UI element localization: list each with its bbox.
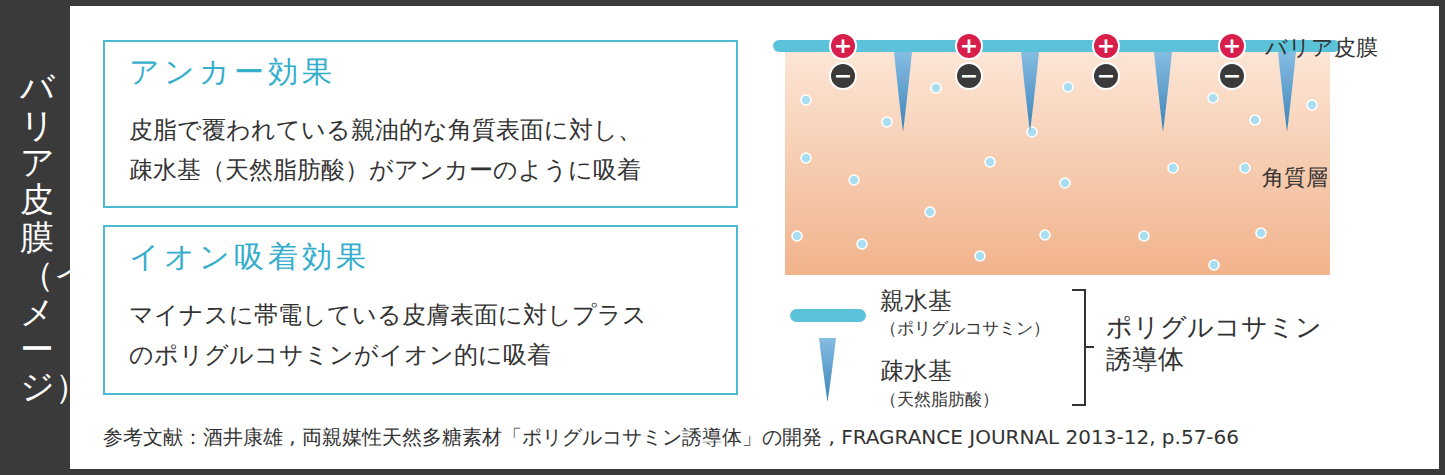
box-body: マイナスに帯電している皮膚表面に対しプラス のポリグルコサミンがイオン的に吸着 — [129, 295, 714, 375]
particle-dot — [1139, 231, 1149, 241]
charge-sign: − — [1220, 64, 1244, 88]
particle-dot — [801, 95, 811, 105]
box-body: 皮脂で覆われている親油的な角質表面に対し、 疎水基（天然脂肪酸）がアンカーのよう… — [129, 110, 714, 190]
charge-sign: + — [957, 34, 981, 58]
particle-dot — [1209, 260, 1219, 270]
legend-text: 親水基 — [880, 286, 952, 316]
hydrophobic-tail — [1278, 52, 1296, 132]
legend-subtext: （ポリグルコサミン） — [880, 317, 1050, 339]
title-band — [3, 3, 70, 472]
particle-dot — [1060, 178, 1070, 188]
plus-charge: + — [829, 32, 857, 60]
particle-dot — [882, 117, 892, 127]
legend-text: 疎水基 — [880, 356, 952, 386]
charge-sign: − — [831, 64, 855, 88]
barrier-film — [773, 40, 1340, 52]
minus-charge: − — [1092, 62, 1120, 90]
hydrophobic-tail — [1021, 52, 1039, 132]
particle-dot — [1250, 115, 1260, 125]
particle-dot — [1307, 100, 1317, 110]
particle-dot — [1063, 82, 1073, 92]
particle-dot — [1208, 93, 1218, 103]
particle-dot — [1027, 127, 1037, 137]
hydrophobic-tails — [894, 52, 1296, 132]
hydrophobic-tail — [894, 52, 912, 132]
film-label: バリア皮膜 — [1265, 33, 1378, 62]
particle-dot — [849, 175, 859, 185]
particle-dot — [792, 231, 802, 241]
particle-dot — [925, 207, 935, 217]
outer-frame — [3, 3, 1442, 472]
minus-charge: − — [955, 62, 983, 90]
layer-label: 角質層 — [1262, 163, 1328, 192]
particle-dot — [801, 153, 811, 163]
plus-charge: + — [1218, 32, 1246, 60]
bracket — [1072, 290, 1094, 405]
charge-sign: + — [831, 34, 855, 58]
legend-subtext: （天然脂肪酸） — [880, 388, 999, 410]
effect-box: イオン吸着効果マイナスに帯電している皮膚表面に対しプラス のポリグルコサミンがイ… — [103, 225, 738, 395]
particle-dot — [1040, 230, 1050, 240]
stratum-corneum — [785, 50, 1330, 275]
plus-charge: + — [1092, 32, 1120, 60]
particle-dot — [1240, 163, 1250, 173]
plus-charge: + — [955, 32, 983, 60]
hydrophobic-tail — [1154, 52, 1172, 132]
legend-hydrophilic-sample — [790, 309, 866, 322]
particle-dot — [857, 239, 867, 249]
box-heading: アンカー効果 — [129, 52, 714, 92]
particle-dot — [931, 83, 941, 93]
charge-sign: + — [1220, 34, 1244, 58]
charge-sign: − — [957, 64, 981, 88]
particle-dots — [792, 82, 1317, 270]
reference-caption: 参考文献：酒井康雄 , 両親媒性天然多糖素材「ポリグルコサミン誘導体」の開発 ,… — [103, 424, 1239, 450]
particle-dot — [975, 251, 985, 261]
particle-dot — [1168, 163, 1178, 173]
box-heading: イオン吸着効果 — [129, 237, 714, 277]
particle-dot — [985, 157, 995, 167]
charge-sign: − — [1094, 64, 1118, 88]
bracket-label: ポリグルコサミン 誘導体 — [1106, 311, 1346, 375]
effect-box: アンカー効果皮脂で覆われている親油的な角質表面に対し、 疎水基（天然脂肪酸）がア… — [103, 40, 738, 208]
legend-hydrophobic-sample — [819, 338, 836, 402]
minus-charge: − — [1218, 62, 1246, 90]
minus-charge: − — [829, 62, 857, 90]
particle-dot — [1256, 228, 1266, 238]
charge-sign: + — [1094, 34, 1118, 58]
title: バリア皮膜（イメージ） — [20, 69, 54, 406]
